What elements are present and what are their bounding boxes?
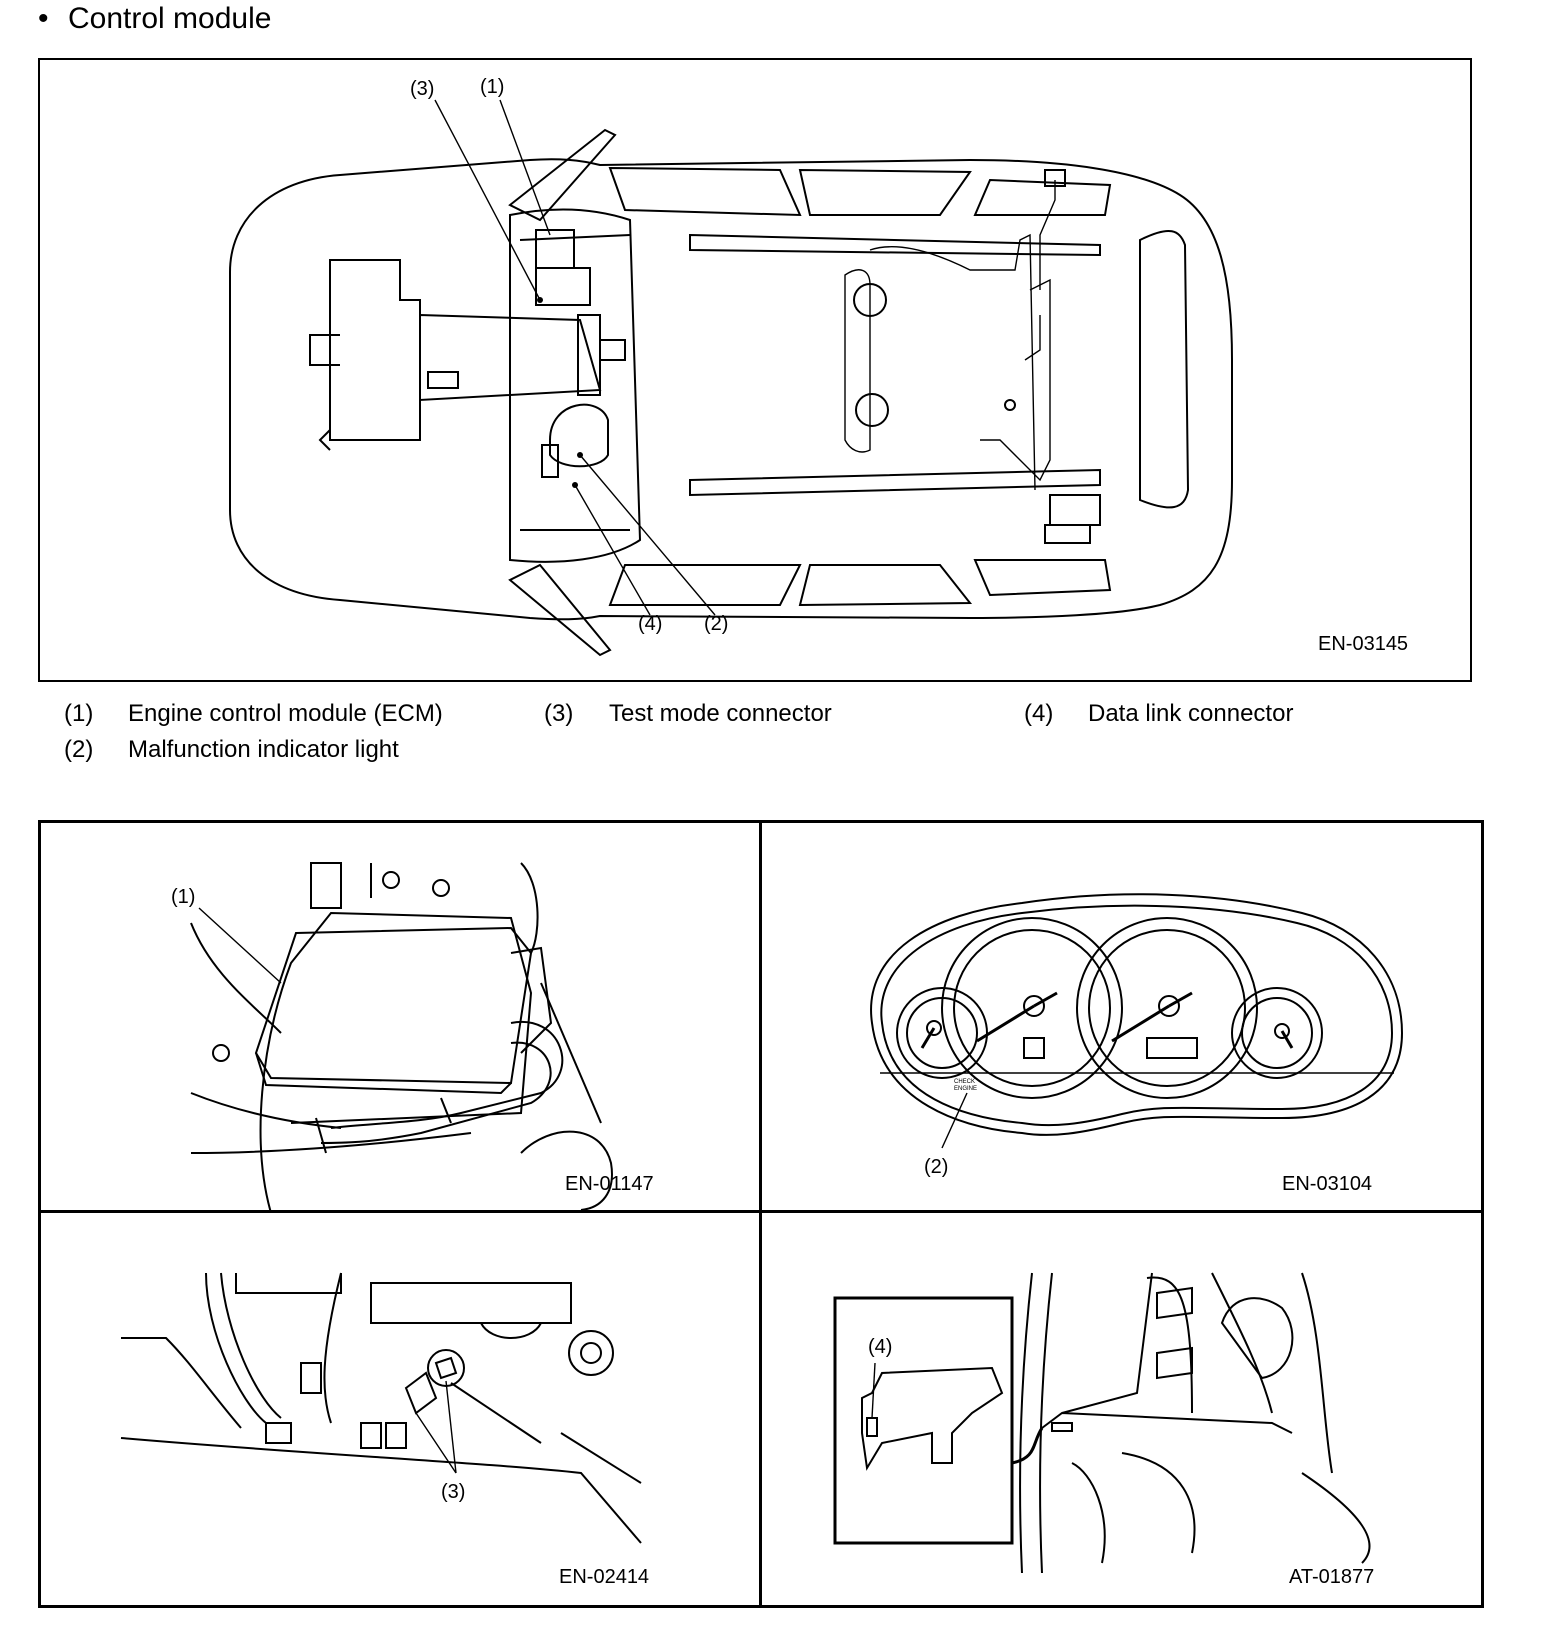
- legend-num-3: (3): [544, 700, 574, 727]
- cluster-callout: (2): [924, 1156, 948, 1178]
- data-link-code: AT-01877: [1289, 1566, 1374, 1588]
- panel-cluster: CHECK ENGINE (2) EN-03104: [762, 823, 1481, 1210]
- callout-2: (2): [704, 613, 728, 635]
- overview-figure: (3) (1) (4) (2) EN-03145: [38, 58, 1472, 682]
- detail-panels: (1) EN-01147: [38, 820, 1484, 1608]
- callout-4: (4): [638, 613, 662, 635]
- test-connector-drawing: (3) EN-02414: [120, 1272, 649, 1588]
- legend-text-ecm: Engine control module (ECM): [128, 700, 443, 727]
- panel-test-connector: (3) EN-02414: [41, 1213, 759, 1605]
- inset-box: [833, 1296, 1014, 1545]
- panel-data-link: (4) AT-01877: [762, 1213, 1481, 1605]
- test-connector-code: EN-02414: [559, 1566, 649, 1588]
- legend-text-test-mode: Test mode connector: [609, 700, 832, 727]
- check-engine-text-line2: ENGINE: [954, 1086, 977, 1092]
- legend-num-4: (4): [1024, 700, 1054, 727]
- section-heading: • Control module: [38, 2, 271, 36]
- legend-text-mil: Malfunction indicator light: [128, 736, 399, 763]
- figure-code: EN-03145: [1318, 633, 1408, 655]
- legend-num-2: (2): [64, 736, 94, 763]
- ecm-code: EN-01147: [565, 1173, 654, 1195]
- legend-text-data-link: Data link connector: [1088, 700, 1294, 727]
- check-engine-text-line1: CHECK: [954, 1079, 975, 1085]
- callout-3: (3): [410, 78, 434, 100]
- ecm-drawing: (1) EN-01147: [171, 862, 654, 1210]
- test-connector-callout: (3): [441, 1481, 465, 1503]
- callout-1: (1): [480, 76, 504, 98]
- legend: (1) Engine control module (ECM) (3) Test…: [0, 700, 1568, 780]
- cluster-drawing: CHECK ENGINE (2) EN-03104: [870, 893, 1404, 1195]
- cluster-code: EN-03104: [1282, 1173, 1372, 1195]
- data-link-callout: (4): [868, 1336, 892, 1358]
- panel-ecm: (1) EN-01147: [41, 823, 759, 1210]
- bullet: •: [38, 2, 49, 35]
- legend-num-1: (1): [64, 700, 94, 727]
- section-title: Control module: [68, 2, 272, 35]
- vehicle-overview-drawing: (3) (1) (4) (2) EN-03145: [229, 76, 1408, 657]
- ecm-callout: (1): [171, 886, 195, 908]
- data-link-drawing: (4) AT-01877: [833, 1272, 1374, 1588]
